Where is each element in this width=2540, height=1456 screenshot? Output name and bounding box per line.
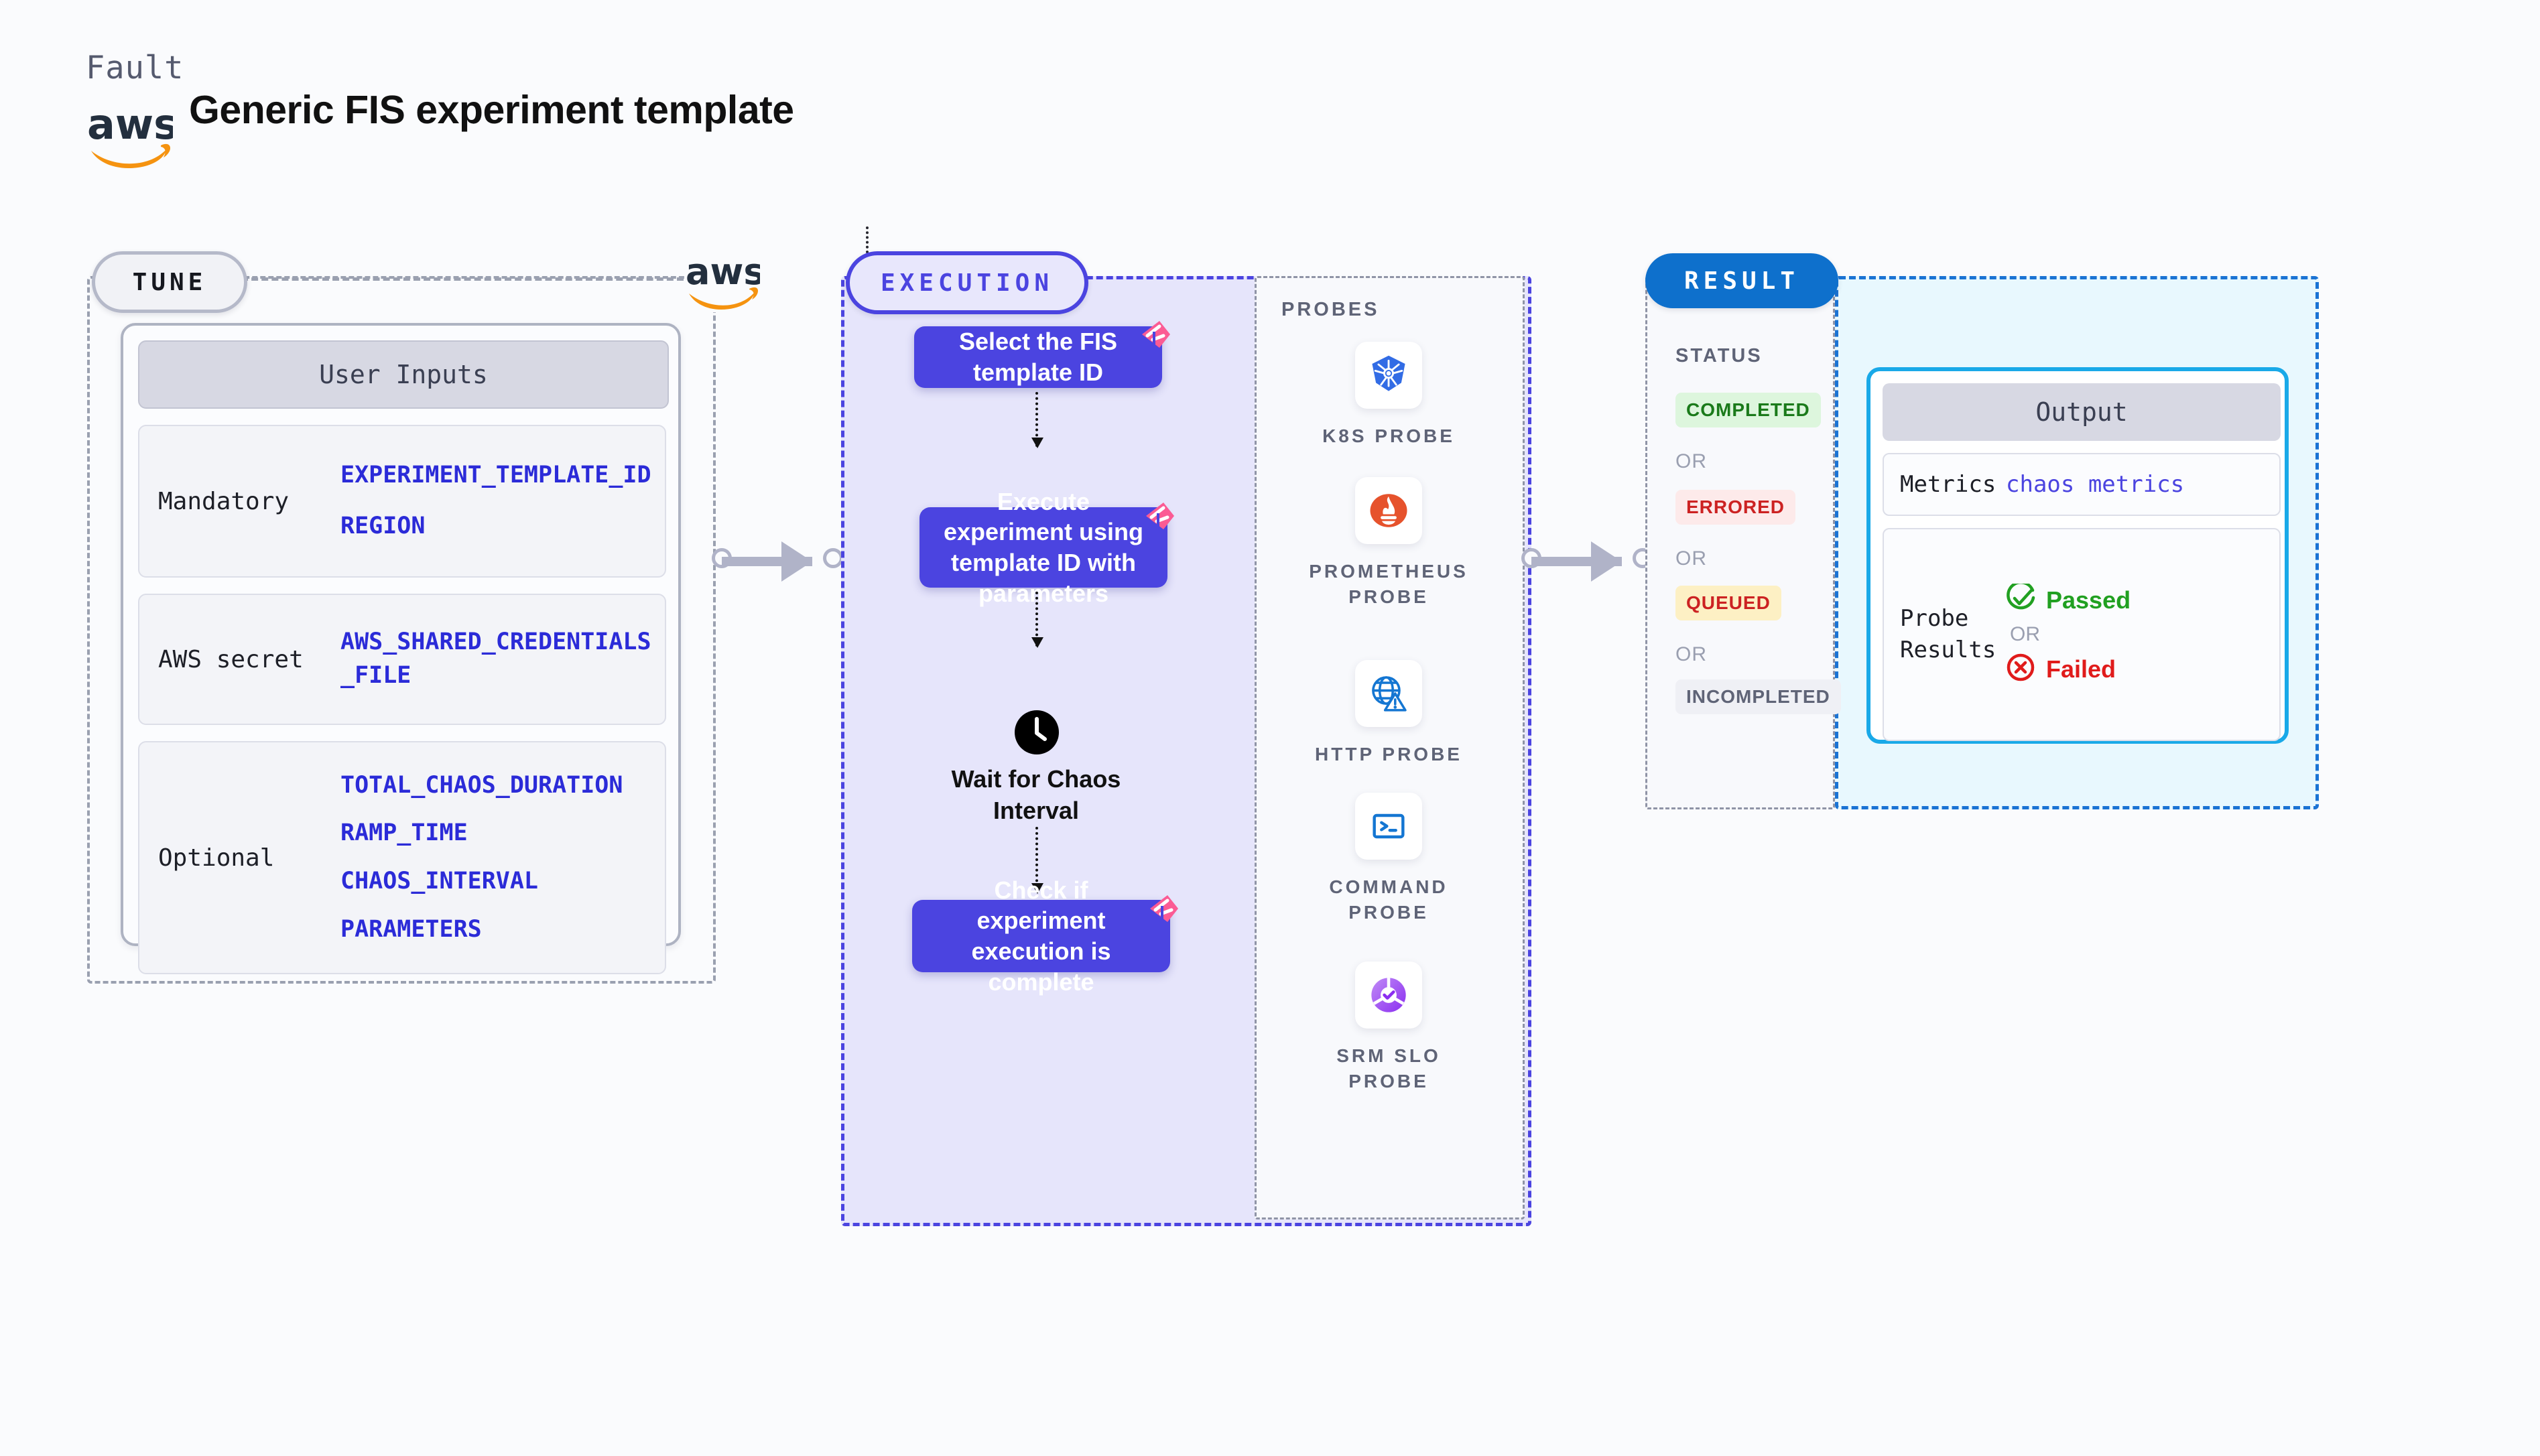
probes-title: PROBES (1281, 299, 1380, 320)
input-group-values: EXPERIMENT_TEMPLATE_ID REGION (340, 450, 665, 551)
input-group-values: TOTAL_CHAOS_DURATION RAMP_TIME CHAOS_INT… (340, 762, 665, 954)
connector-execution-to-result (1521, 541, 1653, 582)
input-group-values: AWS_SHARED_CREDENTIALS _FILE (340, 626, 665, 692)
litmus-logo-icon (1147, 894, 1181, 923)
flow-arrow-3 (1031, 827, 1043, 894)
user-inputs-title: User Inputs (138, 340, 669, 409)
probe-item-command[interactable]: COMMAND PROBE (1308, 793, 1469, 925)
globe-warning-icon (1355, 660, 1422, 727)
probe-result-passed: Passed (2006, 580, 2279, 616)
or-separator: OR (1675, 547, 1707, 570)
output-probe-results-row: Probe Results Passed OR (1883, 528, 2281, 741)
connector-tune-to-execution (712, 541, 843, 582)
input-group-label: AWS secret (158, 645, 304, 673)
flow-arrow-1 (1031, 392, 1043, 448)
probe-label: HTTP PROBE (1315, 744, 1462, 765)
input-group-label: Mandatory (158, 487, 290, 515)
status-badge-incompleted: INCOMPLETED (1675, 679, 1841, 714)
input-var: CHAOS_INTERVAL (340, 868, 539, 895)
input-var: AWS_SHARED_CREDENTIALS (340, 628, 651, 656)
probe-results-label: Probe Results (1900, 605, 1996, 663)
output-title: Output (1883, 383, 2281, 441)
probe-item-k8s[interactable]: K8S PROBE (1308, 342, 1469, 449)
input-var: PARAMETERS (340, 915, 482, 943)
page-header: Fault aws Generic FIS experiment templat… (0, 0, 2540, 201)
prometheus-icon (1355, 477, 1422, 544)
wait-step-label: Wait for Chaos Interval (951, 765, 1121, 824)
metrics-label: Metrics (1900, 470, 1996, 498)
probe-label: K8S PROBE (1322, 425, 1455, 446)
probe-label: SRM SLO PROBE (1336, 1045, 1441, 1091)
probe-item-prometheus[interactable]: PROMETHEUS PROBE (1308, 477, 1469, 610)
input-group-optional: Optional TOTAL_CHAOS_DURATION RAMP_TIME … (138, 741, 666, 974)
input-var: REGION (340, 513, 426, 539)
probe-label: PROMETHEUS PROBE (1309, 561, 1468, 607)
result-badge: RESULT (1645, 253, 1838, 308)
probe-results-values: Passed OR Failed (2006, 580, 2279, 689)
litmus-logo-icon (1139, 320, 1173, 349)
metrics-value: chaos metrics (2006, 471, 2185, 498)
x-circle-icon (2006, 653, 2035, 685)
probe-label: COMMAND PROBE (1329, 876, 1448, 923)
execution-step-2[interactable]: Execute experiment using template ID wit… (919, 488, 1167, 607)
eyebrow-label: Fault (86, 50, 184, 86)
user-inputs-card: User Inputs Mandatory EXPERIMENT_TEMPLAT… (121, 323, 681, 974)
clock-icon (1013, 709, 1060, 756)
probe-item-srm-slo[interactable]: SRM SLO PROBE (1308, 962, 1469, 1094)
page-title: Generic FIS experiment template (189, 88, 794, 132)
execution-tick-line (866, 226, 869, 253)
status-badge-queued: QUEUED (1675, 586, 1781, 620)
svg-text:aws: aws (686, 251, 760, 293)
input-var: _FILE (340, 662, 411, 689)
check-circle-icon (2006, 580, 2035, 616)
status-title: STATUS (1675, 345, 1763, 367)
or-separator: OR (2010, 623, 2040, 645)
input-group-mandatory: Mandatory EXPERIMENT_TEMPLATE_ID REGION (138, 425, 666, 578)
litmus-logo-icon (1143, 501, 1177, 531)
aws-logo: aws (86, 97, 178, 174)
input-group-label: Optional (158, 844, 275, 872)
output-card: Output Metrics chaos metrics Probe Resul… (1866, 367, 2289, 744)
terminal-icon (1355, 793, 1422, 860)
aws-logo: aws (685, 248, 765, 312)
svg-text:aws: aws (87, 100, 173, 149)
probes-section-outline (1255, 276, 1525, 1219)
execution-step-3[interactable]: Check if experiment execution is complet… (912, 876, 1170, 996)
status-badge-completed: COMPLETED (1675, 393, 1821, 427)
tune-badge: TUNE (92, 251, 247, 313)
execution-step-1[interactable]: Select the FIS template ID (914, 326, 1162, 388)
probe-result-failed: Failed (2006, 653, 2279, 685)
input-var: EXPERIMENT_TEMPLATE_ID (340, 462, 651, 489)
probe-item-http[interactable]: HTTP PROBE (1308, 660, 1469, 767)
probe-failed-label: Failed (2046, 655, 2116, 683)
input-group-aws-secret: AWS secret AWS_SHARED_CREDENTIALS _FILE (138, 594, 666, 725)
tune-connector-line (241, 277, 684, 281)
execution-badge: EXECUTION (846, 251, 1088, 314)
probe-passed-label: Passed (2046, 586, 2131, 614)
output-metrics-row: Metrics chaos metrics (1883, 453, 2281, 516)
or-separator: OR (1675, 643, 1707, 665)
status-badge-errored: ERRORED (1675, 490, 1796, 525)
input-var: RAMP_TIME (340, 819, 468, 847)
input-var: TOTAL_CHAOS_DURATION (340, 771, 623, 799)
result-status-outline (1645, 276, 1835, 809)
or-separator: OR (1675, 450, 1707, 472)
flow-arrow-2 (1031, 592, 1043, 648)
kubernetes-icon (1355, 342, 1422, 409)
srm-slo-icon (1355, 962, 1422, 1029)
